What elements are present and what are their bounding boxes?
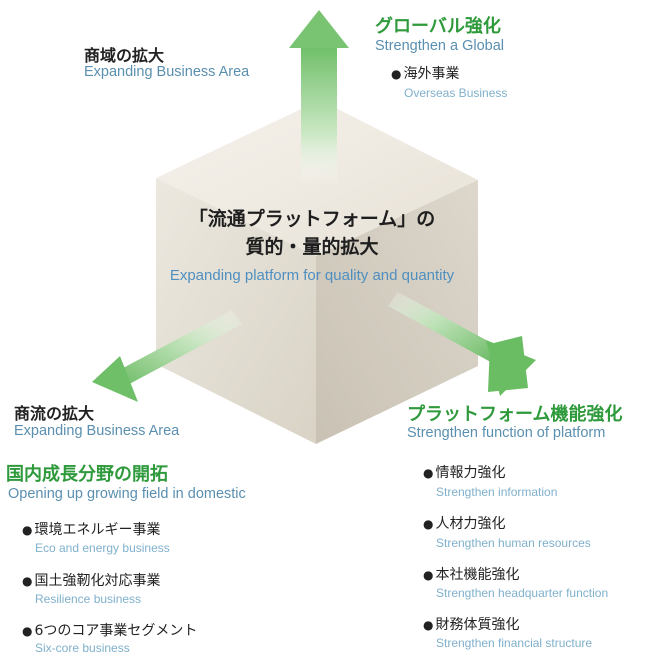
bullet-icon: ●: [423, 517, 434, 531]
arrow-down-left: [92, 310, 242, 402]
bottom-left-title: 商流の拡大: [14, 404, 95, 423]
bullet-icon: ●: [423, 568, 434, 582]
list-item: ●情報力強化: [423, 462, 505, 482]
bottom-right-title: プラットフォーム機能強化: [407, 404, 623, 425]
bottom-left-subtitle: Expanding Business Area: [14, 423, 180, 439]
list-item: ●本社機能強化: [423, 564, 519, 584]
bottom-right-subtitle: Strengthen function of platform: [407, 425, 606, 441]
list-item-sub: Strengthen information: [436, 485, 558, 499]
bullet-icon: ●: [22, 624, 33, 638]
list-item-sub: Overseas Business: [404, 86, 508, 100]
cube-right-face: [316, 180, 478, 444]
bullet-icon: ●: [22, 523, 33, 537]
list-item-sub: Strengthen financial structure: [436, 636, 593, 650]
list-item-label: 海外事業: [403, 66, 460, 82]
cube-left-face: [156, 178, 316, 444]
arrow-up: [289, 10, 349, 186]
center-title-line2: 質的・量的拡大: [245, 236, 379, 258]
top-left-subtitle: Expanding Business Area: [84, 64, 250, 80]
list-item-label: 環境エネルギー事業: [34, 522, 161, 538]
list-item-label: 国土強靭化対応事業: [34, 573, 161, 589]
list-item-sub: Strengthen human resources: [436, 536, 591, 550]
list-item-sub: Resilience business: [35, 592, 142, 606]
top-right-subtitle: Strengthen a Global: [375, 38, 504, 54]
list-item-label: 情報力強化: [435, 465, 506, 481]
list-item: ●人材力強化: [423, 513, 505, 533]
bullet-icon: ●: [423, 466, 434, 480]
bullet-icon: ●: [423, 618, 434, 632]
list-item-label: 財務体質強化: [435, 617, 520, 633]
bullet-icon: ●: [22, 574, 33, 588]
list-item-label: 本社機能強化: [435, 567, 520, 583]
list-item-sub: Eco and energy business: [35, 541, 170, 555]
center-title-line1: 「流通プラットフォーム」の: [188, 208, 436, 230]
list-item: ●国土強靭化対応事業: [22, 570, 160, 590]
list-item: ●6つのコア事業セグメント: [22, 620, 197, 640]
list-item-sub: Strengthen headquarter function: [436, 586, 609, 600]
bottom-left-heading: 国内成長分野の開拓: [6, 464, 168, 485]
bottom-left-heading-sub: Opening up growing field in domestic: [8, 486, 246, 502]
list-item: ●海外事業: [391, 63, 459, 83]
list-item: ●環境エネルギー事業: [22, 519, 160, 539]
top-left-title: 商域の拡大: [84, 46, 165, 65]
top-right-title: グローバル強化: [375, 16, 501, 37]
bullet-icon: ●: [391, 67, 402, 81]
center-subtitle: Expanding platform for quality and quant…: [169, 267, 455, 284]
list-item-label: 人材力強化: [435, 516, 506, 532]
list-item-sub: Six-core business: [35, 641, 130, 655]
arrow-down-right: [388, 292, 536, 396]
list-item-label: 6つのコア事業セグメント: [34, 623, 198, 639]
list-item: ●財務体質強化: [423, 614, 519, 634]
